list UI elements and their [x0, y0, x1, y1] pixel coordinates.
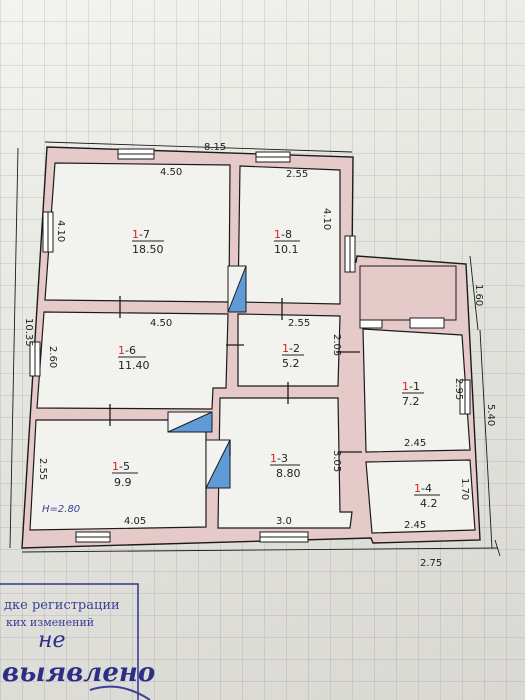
svg-text:1-3: 1-3 — [270, 452, 288, 465]
dim-total-length: 10.35 — [23, 318, 34, 347]
dim-left-upper: 4.10 — [55, 220, 66, 242]
dim-right-upper: 4.10 — [321, 208, 332, 230]
svg-text:5.2: 5.2 — [282, 357, 300, 370]
dim-mid-right: 2.55 — [288, 318, 310, 329]
svg-text:1-2: 1-2 — [282, 342, 300, 355]
stamp-handwriting-1: не — [38, 628, 66, 653]
room-label-1-1: 1-1 7.2 — [402, 380, 424, 408]
svg-text:7.2: 7.2 — [402, 395, 420, 408]
room-1-5-area — [29, 419, 207, 531]
dim-annex-length: 5.40 — [485, 404, 496, 426]
room-1-8-area — [237, 165, 341, 305]
dim-left-mid: 2.60 — [47, 346, 58, 368]
room-1-2-area — [237, 313, 341, 387]
door-ticks — [109, 296, 362, 456]
svg-text:1-7: 1-7 — [132, 228, 150, 241]
registration-stamp — [0, 583, 139, 700]
dim-top-left: 4.50 — [160, 167, 182, 178]
dimension-lines — [9, 141, 501, 557]
room-label-1-4: 1-4 4.2 — [414, 482, 440, 510]
svg-text:1-5: 1-5 — [112, 460, 130, 473]
stamp-line-2: ких изменений — [6, 616, 95, 629]
svg-text:10.1: 10.1 — [274, 243, 299, 256]
dim-annex-1-4: 1.70 — [459, 478, 470, 500]
svg-text:11.40: 11.40 — [118, 359, 150, 372]
dim-annex-bottom: 2.45 — [404, 520, 426, 531]
dim-bottom-left: 4.05 — [124, 516, 146, 527]
dim-top-right: 2.55 — [286, 169, 308, 180]
dim-annex-width: 2.75 — [420, 558, 442, 569]
annex-top-strip — [359, 265, 457, 321]
room-label-1-7: 1-7 18.50 — [132, 228, 164, 256]
svg-text:1-4: 1-4 — [414, 482, 432, 495]
svg-text:1-6: 1-6 — [118, 344, 136, 357]
dim-left-lower: 2.55 — [37, 458, 48, 480]
dim-height-note: H=2.80 — [42, 504, 80, 515]
dim-mid-left: 4.50 — [150, 318, 172, 329]
room-label-1-3: 1-3 8.80 — [270, 452, 301, 480]
room-1-1-area — [362, 328, 471, 453]
svg-text:18.50: 18.50 — [132, 243, 164, 256]
dim-annex-1-1: 2.95 — [453, 378, 464, 400]
room-1-6-area — [36, 311, 229, 410]
room-1-3-area — [217, 397, 353, 529]
dim-lower-vertical: 3.05 — [331, 450, 342, 472]
stamp-seal-edge — [89, 685, 151, 700]
dim-mid-vertical: 2.05 — [331, 334, 342, 356]
svg-text:1-1: 1-1 — [402, 380, 420, 393]
room-label-1-5: 1-5 9.9 — [112, 460, 138, 489]
room-1-4-area — [365, 459, 476, 534]
dim-total-width: 8.15 — [204, 142, 226, 153]
svg-text:9.9: 9.9 — [114, 476, 132, 489]
room-label-1-8: 1-8 10.1 — [274, 228, 300, 256]
windows — [29, 148, 471, 543]
dim-annex-top: 1.60 — [473, 284, 484, 306]
room-label-1-2: 1-2 5.2 — [282, 342, 304, 370]
rooms-fill — [29, 162, 476, 534]
dim-bottom-mid: 3.0 — [276, 516, 292, 527]
dim-annex-mid: 2.45 — [404, 438, 426, 449]
svg-text:8.80: 8.80 — [276, 467, 301, 480]
stamp-line-1: дке регистрации — [4, 598, 120, 613]
svg-text:4.2: 4.2 — [420, 497, 438, 510]
stamp-handwriting-2: выявлено — [2, 658, 156, 688]
room-label-1-6: 1-6 11.40 — [118, 344, 150, 372]
svg-text:1-8: 1-8 — [274, 228, 292, 241]
stair-markers — [167, 265, 247, 489]
